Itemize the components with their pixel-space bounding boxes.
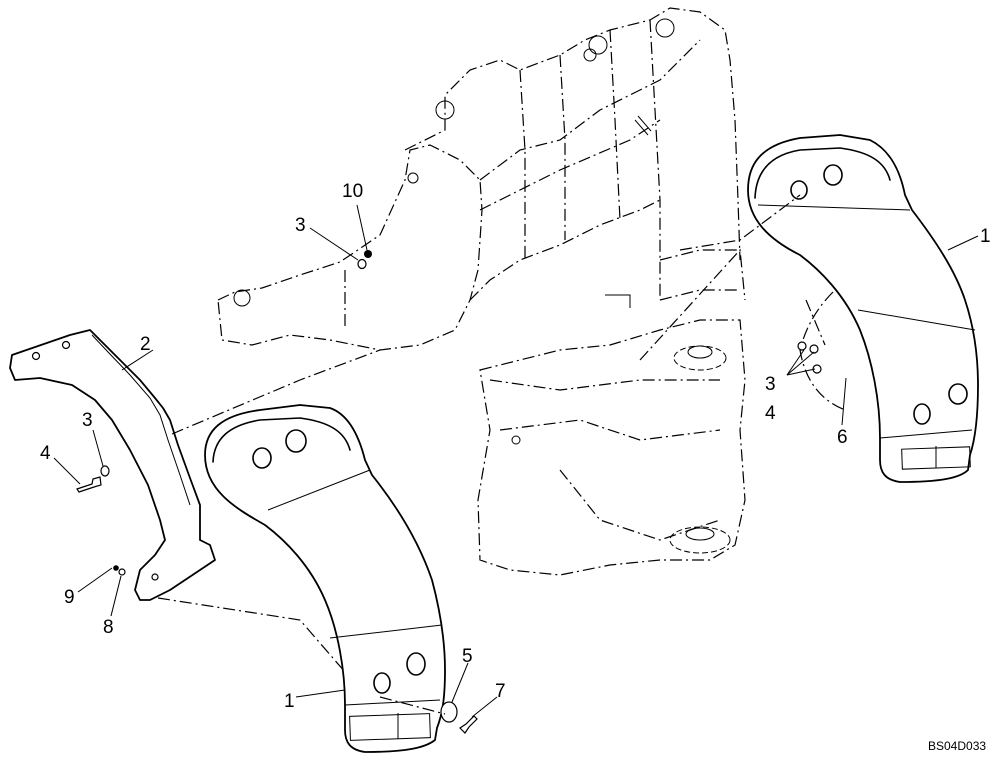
callout-1-right: 1 xyxy=(980,226,991,247)
callout-9: 9 xyxy=(64,587,75,608)
fender-right xyxy=(747,134,979,483)
drawing-reference: BS04D033 xyxy=(928,739,986,753)
callout-6: 6 xyxy=(837,427,848,448)
fender-left xyxy=(204,404,446,753)
chassis-frame xyxy=(217,7,746,576)
callouts: 1 1 2 3 3 3 4 4 5 6 7 8 9 10 xyxy=(40,181,991,712)
callout-4-left: 4 xyxy=(40,443,51,464)
callout-5: 5 xyxy=(462,646,473,667)
callout-10: 10 xyxy=(342,181,363,202)
leader-lines xyxy=(53,204,979,718)
callout-7: 7 xyxy=(495,681,506,702)
callout-3-top: 3 xyxy=(295,215,306,236)
callout-1-left: 1 xyxy=(284,691,295,712)
fender-support xyxy=(799,291,846,411)
callout-2: 2 xyxy=(140,334,151,355)
callout-3-right: 3 xyxy=(765,374,776,395)
hardware xyxy=(76,250,822,734)
assembly-lines xyxy=(157,194,826,715)
mounting-bracket xyxy=(9,329,216,601)
callout-8: 8 xyxy=(103,617,114,638)
callout-3-left: 3 xyxy=(82,410,93,431)
callout-4-right: 4 xyxy=(765,403,776,424)
